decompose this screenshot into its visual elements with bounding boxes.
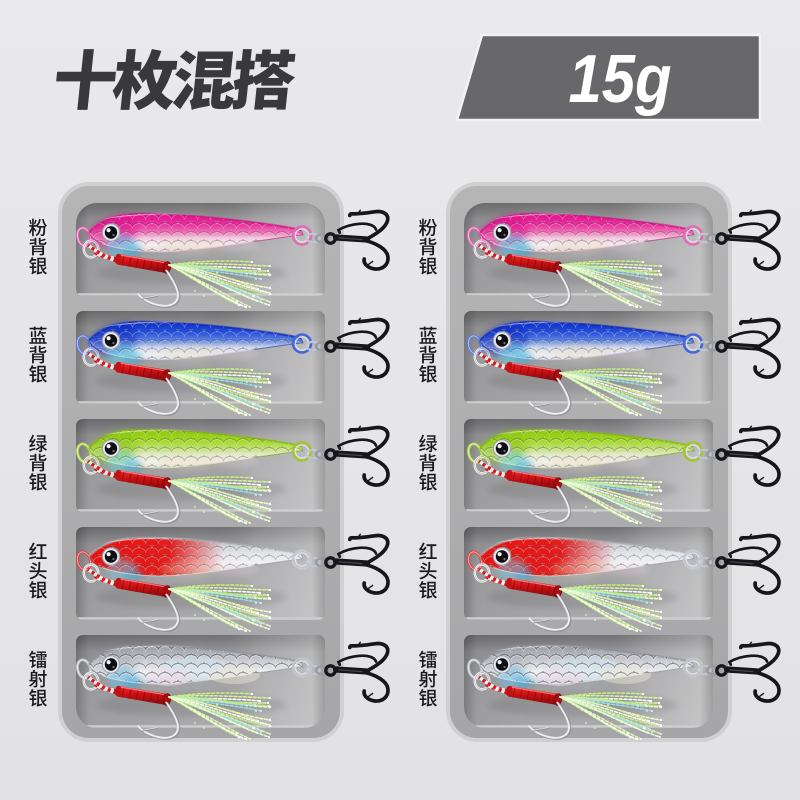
svg-text:15g: 15g xyxy=(568,40,671,116)
